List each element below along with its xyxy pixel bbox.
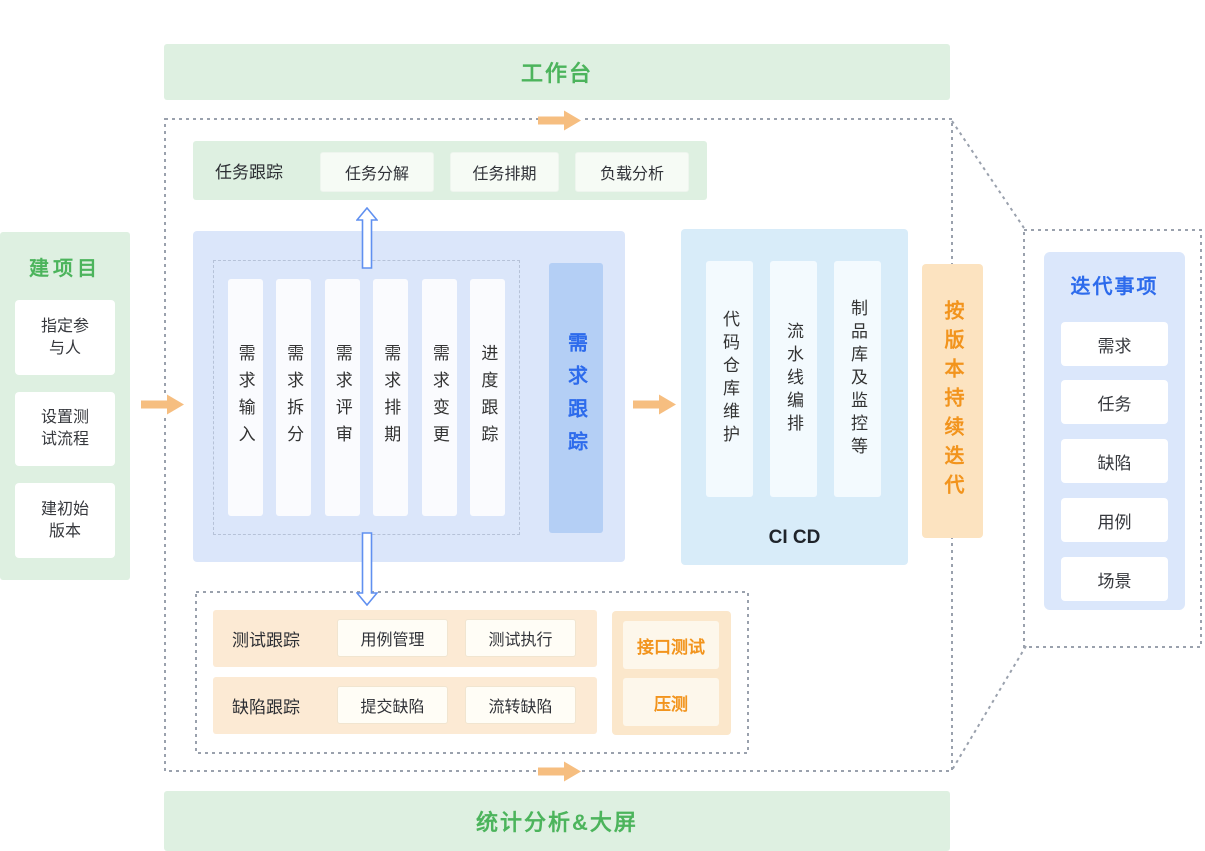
iteration-items-panel: 迭代事项 需求 任务 缺陷 用例 场景 (1044, 252, 1185, 610)
task-tracking-label: 任务跟踪 (215, 163, 283, 182)
diagonal-connector-bottom (951, 645, 1027, 771)
requirement-input-card: 需求输入 (227, 279, 263, 516)
workbench-bar: 工作台 (164, 44, 950, 100)
stats-bar: 统计分析&大屏 (164, 791, 950, 851)
arrow-right-icon (538, 761, 582, 782)
iteration-task-card: 任务 (1061, 380, 1168, 424)
iteration-defect-card: 缺陷 (1061, 439, 1168, 483)
iteration-requirement-card: 需求 (1061, 322, 1168, 366)
iteration-case-card: 用例 (1061, 498, 1168, 542)
arrow-right-icon (141, 394, 185, 415)
create-project-panel: 建项目 指定参 与人 设置测 试流程 建初始 版本 (0, 232, 130, 580)
iteration-dashed-box (1023, 229, 1202, 648)
requirement-steps-group: 需求输入 需求拆分 需求评审 需求排期 需求变更 进度跟踪 (213, 260, 520, 535)
extra-test-panel: 接口测试 压测 (612, 611, 731, 735)
test-dashed-box (195, 591, 749, 754)
set-test-flow-card: 设置测 试流程 (15, 392, 115, 466)
requirement-schedule-card: 需求排期 (373, 279, 409, 516)
case-management-chip: 用例管理 (337, 619, 448, 657)
requirement-change-card: 需求变更 (421, 279, 457, 516)
arrow-right-icon (633, 394, 676, 415)
arrow-up-icon (356, 207, 378, 269)
create-initial-version-card: 建初始 版本 (15, 483, 115, 558)
defect-tracking-band: 缺陷跟踪 提交缺陷 流转缺陷 (213, 677, 597, 734)
api-test-chip: 接口测试 (623, 621, 719, 669)
load-analysis-chip: 负载分析 (575, 152, 689, 192)
diagonal-connector-top (951, 120, 1027, 232)
requirement-split-card: 需求拆分 (276, 279, 312, 516)
task-tracking-panel: 任务跟踪 任务分解 任务排期 负载分析 (193, 141, 707, 200)
test-tracking-label: 测试跟踪 (232, 631, 300, 650)
test-execution-chip: 测试执行 (465, 619, 576, 657)
task-schedule-chip: 任务排期 (450, 152, 559, 192)
test-tracking-band: 测试跟踪 用例管理 测试执行 (213, 610, 597, 667)
defect-tracking-label: 缺陷跟踪 (232, 698, 300, 717)
create-project-title: 建项目 (29, 258, 101, 280)
assign-participants-card: 指定参 与人 (15, 300, 115, 375)
workbench-label: 工作台 (520, 61, 593, 86)
version-iteration-bar: 按版本持续迭代 (922, 264, 983, 538)
arrow-down-icon (356, 532, 378, 606)
iteration-items-title: 迭代事项 (1070, 276, 1159, 298)
requirement-tracking-card: 需求跟踪 (549, 263, 603, 533)
stress-test-chip: 压测 (623, 678, 719, 726)
cicd-panel: 代码仓库维护 流水线编排 制品库及监控等 CI CD (681, 229, 908, 565)
requirement-review-card: 需求评审 (324, 279, 360, 516)
cicd-label: CI CD (768, 527, 821, 548)
arrow-right-icon (538, 110, 582, 131)
iteration-scene-card: 场景 (1061, 557, 1168, 601)
requirement-panel: 需求输入 需求拆分 需求评审 需求排期 需求变更 进度跟踪 需求跟踪 (193, 231, 625, 562)
submit-defect-chip: 提交缺陷 (337, 686, 448, 724)
code-repo-card: 代码仓库维护 (706, 261, 753, 497)
task-breakdown-chip: 任务分解 (320, 152, 434, 192)
progress-tracking-card: 进度跟踪 (470, 279, 506, 516)
pipeline-card: 流水线编排 (770, 261, 817, 497)
transfer-defect-chip: 流转缺陷 (465, 686, 576, 724)
stats-label: 统计分析&大屏 (476, 810, 638, 835)
artifact-monitor-card: 制品库及监控等 (834, 261, 881, 497)
